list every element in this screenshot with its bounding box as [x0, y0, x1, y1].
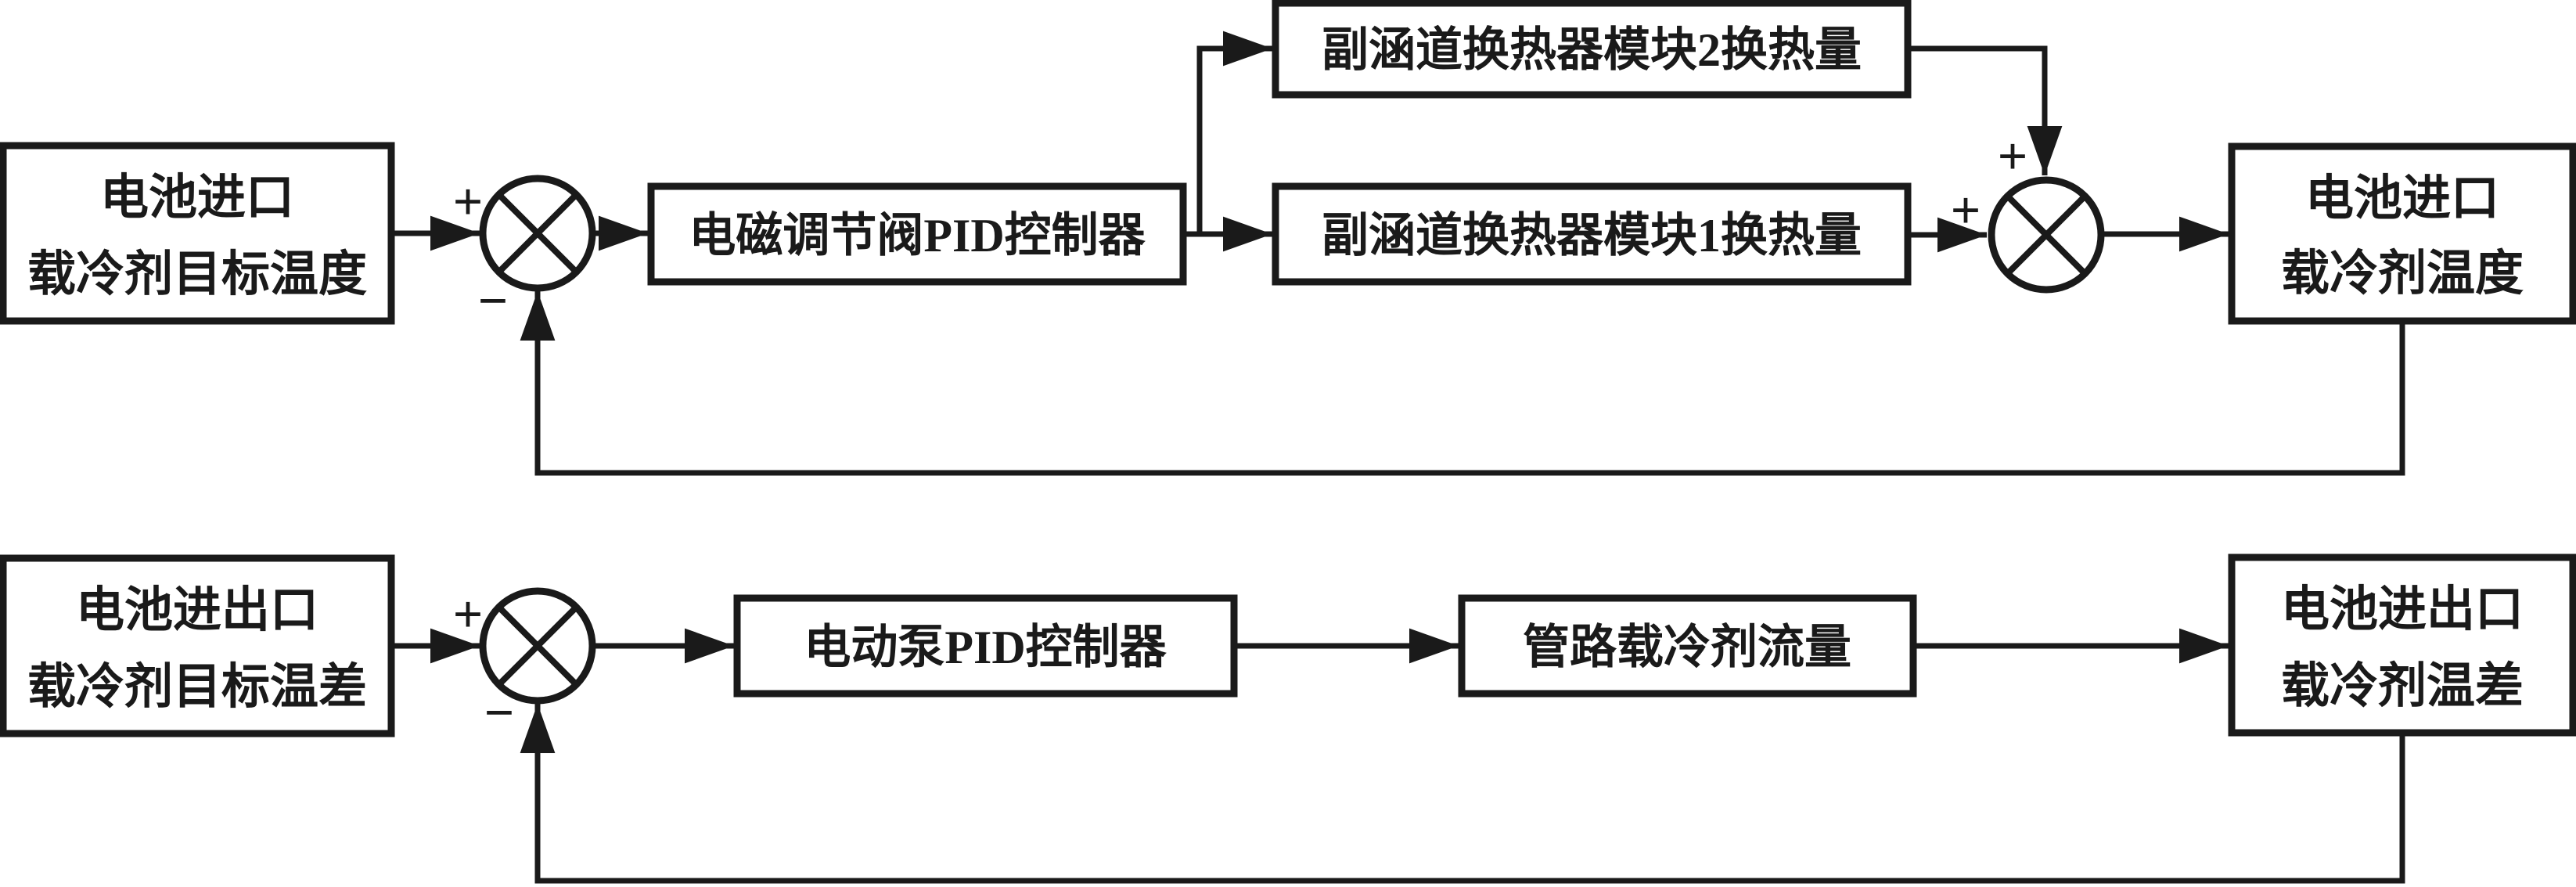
- block-actual-inlet-temp-line1: 电池进口: [2305, 172, 2499, 225]
- block-pipeline-flow-label: 管路载冷剂流量: [1523, 622, 1851, 673]
- block-actual-inlet-temp-line2: 载冷剂温度: [2281, 247, 2524, 301]
- block-target-inlet-temp: [0, 142, 395, 325]
- block-target-delta-temp-line2: 载冷剂目标温差: [27, 660, 367, 714]
- connector-module2-to-sum2: [1908, 45, 2063, 175]
- block-actual-inlet-temp: [2228, 142, 2576, 325]
- summing-junction-1-cross-b: [496, 192, 579, 275]
- block-hx-module1-label: 副涵道换热器模块1换热量: [1322, 210, 1862, 261]
- sum2-plus-left-sign: +: [1951, 180, 1981, 240]
- block-actual-delta-temp-line2: 载冷剂温差: [2281, 659, 2524, 713]
- feedback-path-top-loop: [520, 291, 2405, 476]
- summing-junction-2-cross-b: [2005, 193, 2088, 276]
- block-pump-pid-controller: [733, 594, 1238, 698]
- block-target-delta-temp: [0, 554, 395, 737]
- block-target-delta-temp-line1: 电池进出口: [76, 584, 318, 637]
- block-valve-pid-controller: [647, 182, 1187, 286]
- sum1-plus-sign: +: [453, 171, 484, 231]
- sum3-plus-sign: +: [453, 584, 484, 644]
- feedback-path-bottom-loop: [520, 704, 2405, 884]
- block-actual-delta-temp: [2228, 553, 2576, 737]
- connector-branch-to-module2: [1196, 31, 1272, 234]
- block-actual-delta-temp-line1: 电池进出口: [2281, 583, 2524, 636]
- block-hx-module2-label: 副涵道换热器模块2换热量: [1322, 24, 1862, 76]
- block-target-inlet-temp-line1: 电池进口: [100, 171, 294, 225]
- block-target-inlet-temp-line2: 载冷剂目标温度: [27, 247, 367, 301]
- sum2-plus-top-sign: +: [1998, 126, 2028, 186]
- sum3-minus-sign: −: [484, 683, 515, 742]
- sum1-minus-sign: −: [478, 271, 509, 330]
- summing-junction-3-cross-b: [496, 604, 579, 687]
- block-pipeline-flow: [1458, 594, 1917, 698]
- block-valve-pid-controller-label: 电磁调节阀PID控制器: [689, 210, 1146, 261]
- block-pump-pid-controller-label: 电动泵PID控制器: [804, 622, 1167, 673]
